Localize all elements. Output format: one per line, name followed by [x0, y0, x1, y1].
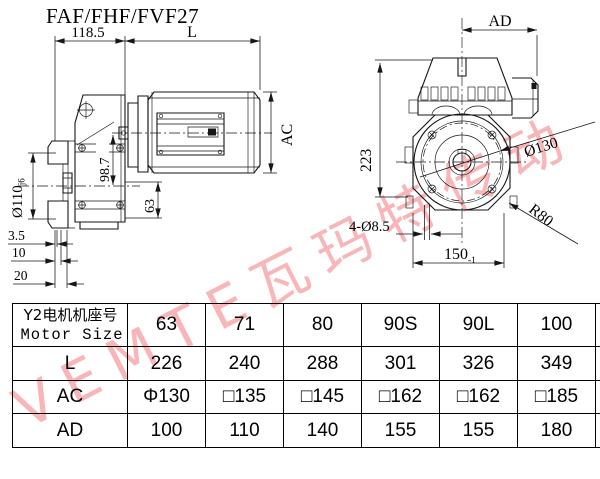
dim-10-label: 10 — [12, 245, 26, 260]
table-cell: □162 — [439, 380, 518, 414]
dim-223-label: 223 — [358, 149, 375, 173]
column-header-90l: 90L — [439, 303, 518, 347]
row-label-ad: AD — [12, 413, 128, 448]
table-cell: 155 — [439, 413, 518, 448]
table-filler-cell — [595, 380, 600, 414]
table-filler-cell — [595, 346, 600, 381]
column-header-71: 71 — [205, 303, 284, 347]
table-cell: 240 — [205, 346, 284, 381]
terminal-box — [512, 77, 539, 119]
dim-3-5-label: 3.5 — [8, 228, 25, 243]
gearbox-housing — [74, 94, 126, 230]
column-header-80: 80 — [283, 303, 362, 347]
bolt-holes — [427, 130, 497, 194]
dim-ac-label: AC — [279, 124, 296, 146]
motor-size-table: Y2电机机座号 Motor Size 63 71 80 90S 90L 100 … — [12, 303, 600, 448]
dim-ad-label: AD — [488, 13, 511, 30]
table-cell: 326 — [439, 346, 518, 381]
technical-drawing: 118.5 L — [8, 13, 596, 288]
row-label-l: L — [12, 346, 128, 381]
table-cell: 349 — [517, 346, 596, 381]
right-view-drawing: AD — [349, 13, 596, 268]
table-cell: □145 — [283, 380, 362, 414]
table-cell: 288 — [283, 346, 362, 381]
table-cell: Φ130 — [127, 380, 206, 414]
table-row-ac: AC Φ130 □135 □145 □162 □162 □185 — [12, 380, 600, 414]
table-cell: 100 — [127, 413, 206, 448]
table-cell: 140 — [283, 413, 362, 448]
table-cell: 226 — [127, 346, 206, 381]
table-header-label-cell: Y2电机机座号 Motor Size — [12, 303, 128, 347]
housing-top — [408, 57, 513, 116]
table-cell: 301 — [361, 346, 440, 381]
bolt-circle — [422, 122, 502, 202]
dim-98-7-label: 98.7 — [98, 158, 113, 183]
table-row-ad: AD 100 110 140 155 155 180 — [12, 413, 600, 448]
left-view-drawing: 118.5 L — [8, 24, 296, 288]
flange-front-view — [404, 113, 519, 211]
dim-150-label: 150-1 — [444, 246, 476, 266]
motor-body — [147, 91, 261, 174]
dim-flange-diameter-label: Ø130 — [522, 134, 560, 161]
dim-l-label: L — [187, 24, 197, 41]
table-header-label-en: Motor Size — [20, 325, 124, 344]
terminal-detail — [208, 128, 216, 136]
table-cell: □135 — [205, 380, 284, 414]
table-header-label-cn: Y2电机机座号 — [23, 306, 118, 325]
dim-118-5-label: 118.5 — [71, 25, 104, 41]
table-cell: 180 — [517, 413, 596, 448]
column-header-90s: 90S — [361, 303, 440, 347]
table-header-row: Y2电机机座号 Motor Size 63 71 80 90S 90L 100 — [12, 303, 600, 347]
dim-r80-label: R80 — [526, 201, 557, 230]
page-title: FAF/FHF/FVF27 — [46, 4, 200, 28]
column-header-100: 100 — [517, 303, 596, 347]
table-cell: □185 — [517, 380, 596, 414]
table-cell: □162 — [361, 380, 440, 414]
table-cell: 110 — [205, 413, 284, 448]
output-flange — [47, 140, 75, 229]
table-row-l: L 226 240 288 301 326 349 — [12, 346, 600, 381]
motor-adapter — [118, 95, 149, 173]
dim-20-label: 20 — [14, 268, 28, 283]
dim-63-label: 63 — [143, 199, 158, 213]
table-filler-cell — [595, 303, 600, 347]
row-label-ac: AC — [12, 380, 128, 414]
table-filler-cell — [595, 413, 600, 448]
table-cell: 155 — [361, 413, 440, 448]
column-header-63: 63 — [127, 303, 206, 347]
dim-holes-label: 4-Ø8.5 — [349, 219, 390, 235]
dim-shaft-diameter-label: Ø110j6 — [10, 178, 27, 218]
